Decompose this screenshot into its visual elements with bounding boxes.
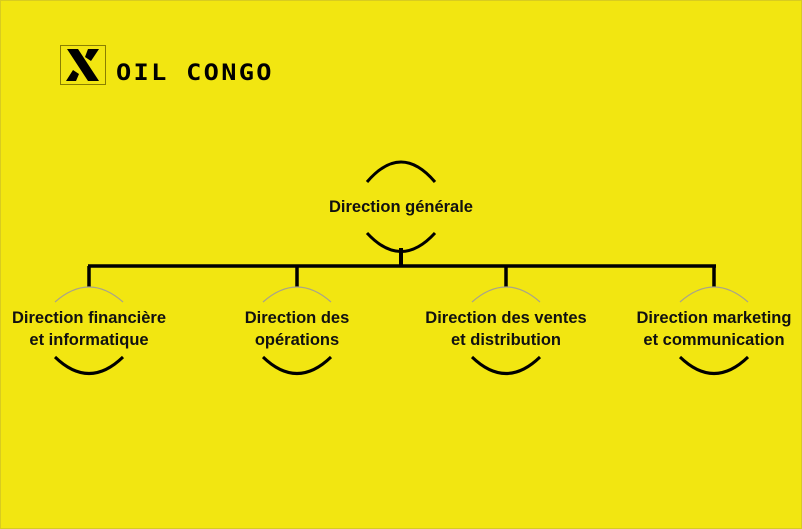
child-bottom-arc xyxy=(678,355,750,375)
node-label-line1: Direction financière xyxy=(11,309,167,327)
node-label-line1: Direction des ventes xyxy=(425,309,587,327)
node-direction-generale: Direction générale xyxy=(329,198,473,216)
child-top-arc xyxy=(679,286,749,303)
child-top-arc xyxy=(262,286,332,303)
child-bottom-arc xyxy=(261,355,333,375)
node-label-line2: et distribution xyxy=(450,331,561,349)
root-top-arc xyxy=(365,160,437,183)
child-bottom-arc xyxy=(53,355,125,375)
logo-text: OIL CONGO xyxy=(116,61,274,86)
logo: OIL CONGO xyxy=(60,43,271,85)
node-label-line2: et informatique xyxy=(29,331,149,349)
node-label-line2: et communication xyxy=(643,331,785,349)
child-top-arc xyxy=(54,286,124,303)
node-child: Direction marketing et communication xyxy=(637,307,792,351)
node-label-line1: Direction marketing xyxy=(636,309,792,327)
logo-x-mark xyxy=(60,45,106,85)
node-label-line2: opérations xyxy=(254,331,340,349)
child-top-arc xyxy=(471,286,541,303)
node-child: Direction des ventes et distribution xyxy=(425,307,586,351)
node-label-line1: Direction des xyxy=(244,309,350,327)
node-child: Direction financière et informatique xyxy=(12,307,166,351)
child-bottom-arc xyxy=(470,355,542,375)
node-child: Direction des opérations xyxy=(245,307,350,351)
